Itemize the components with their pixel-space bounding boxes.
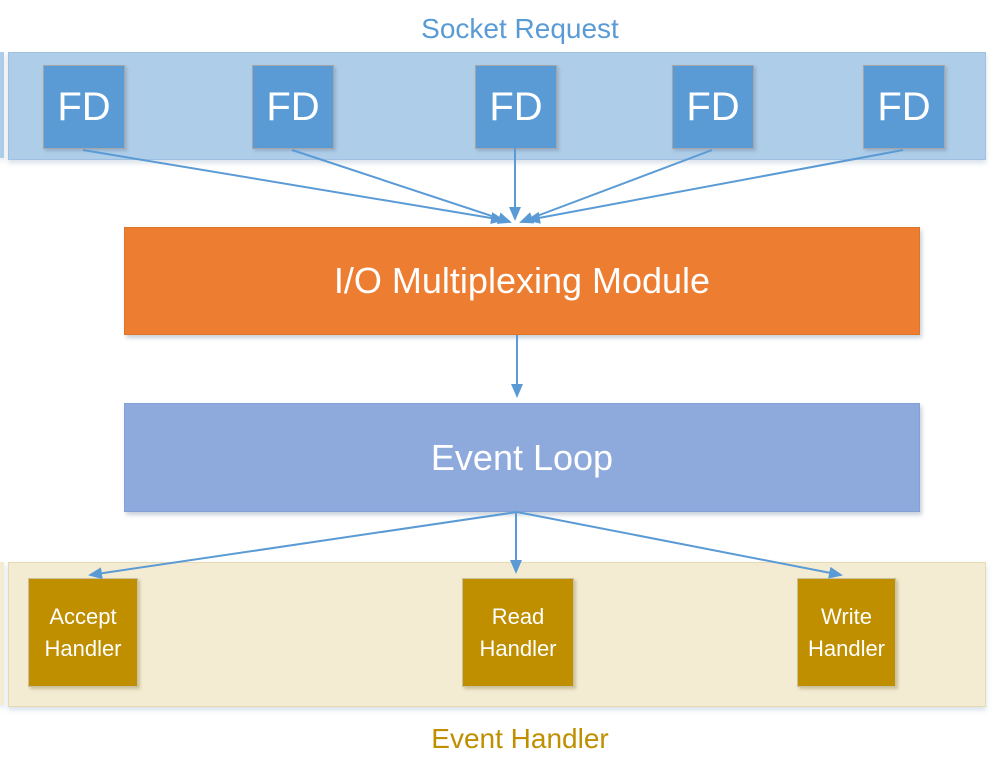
event-handler-title: Event Handler bbox=[431, 723, 609, 754]
handler-band-edge bbox=[0, 562, 4, 705]
accept-handler-box: Accept Handler bbox=[28, 578, 138, 687]
io-multiplexing-module-box: I/O Multiplexing Module bbox=[124, 227, 920, 335]
event-loop-box: Event Loop bbox=[124, 403, 920, 512]
arrow-fd2-to-module bbox=[291, 149, 512, 224]
arrow-fd5-to-module bbox=[526, 149, 904, 224]
socket-request-title: Socket Request bbox=[421, 13, 619, 44]
fd-box-3: FD bbox=[475, 65, 557, 149]
read-handler-label: Read Handler bbox=[479, 603, 557, 661]
fd-box-4: FD bbox=[672, 65, 754, 149]
write-handler-label: Write Handler bbox=[807, 603, 886, 661]
accept-handler-label: Accept Handler bbox=[44, 603, 122, 661]
write-handler-box: Write Handler bbox=[797, 578, 896, 687]
fd-box-5: FD bbox=[863, 65, 945, 149]
fd-box-1: FD bbox=[43, 65, 125, 149]
arrow-fd4-to-module bbox=[519, 149, 713, 224]
read-handler-box: Read Handler bbox=[462, 578, 574, 687]
arrow-fd1-to-module bbox=[82, 149, 505, 224]
fd-box-2: FD bbox=[252, 65, 334, 149]
socket-band-edge bbox=[0, 52, 4, 158]
